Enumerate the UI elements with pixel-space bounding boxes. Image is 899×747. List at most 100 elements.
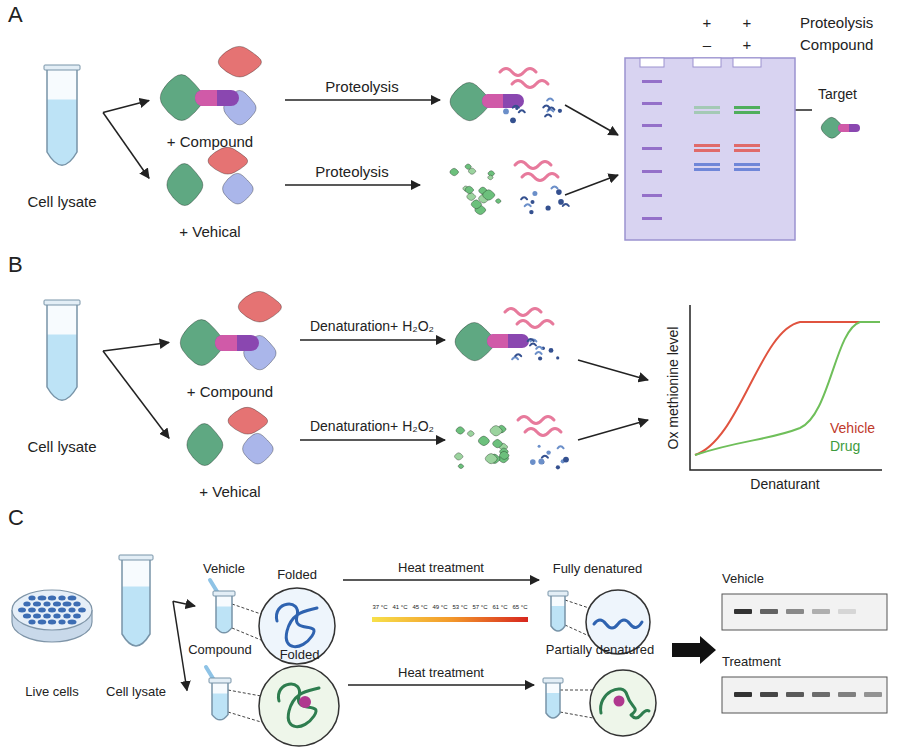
culture-dish-art bbox=[63, 602, 72, 607]
culture-dish-art bbox=[12, 590, 92, 630]
protein-mix-art bbox=[195, 90, 239, 106]
protein-illustration bbox=[465, 186, 474, 193]
protein-circle-art bbox=[551, 594, 565, 631]
culture-dish-art bbox=[28, 620, 35, 625]
protein-circle-art bbox=[278, 684, 319, 727]
protein-circle-art bbox=[252, 648, 347, 747]
annotation: Denaturant bbox=[750, 476, 819, 492]
sample-tube: Cell lysate bbox=[22, 60, 102, 210]
protein-mix-art bbox=[167, 164, 203, 206]
protein-circle-art bbox=[543, 678, 563, 683]
node-label: Compound bbox=[188, 643, 252, 658]
protein-circle-art bbox=[551, 606, 565, 631]
annotation: 49 °C bbox=[432, 604, 447, 611]
culture-dish-art bbox=[38, 608, 46, 613]
gel-band bbox=[734, 149, 760, 152]
process-arrow bbox=[285, 184, 420, 186]
protein-illustration bbox=[510, 117, 516, 123]
protein-illustration bbox=[454, 453, 463, 460]
sample-tube: Cell lysate bbox=[100, 548, 172, 700]
protein-mix-art bbox=[238, 291, 281, 322]
connector-arrow bbox=[173, 601, 187, 690]
protein-circle-art bbox=[276, 604, 317, 647]
protein-circle-art bbox=[594, 620, 642, 628]
sample-tube-art bbox=[22, 295, 102, 455]
ladder-band bbox=[642, 80, 662, 83]
annotation: – bbox=[703, 36, 711, 53]
culture-dish-art bbox=[33, 614, 41, 619]
protein-illustration bbox=[500, 69, 536, 76]
panel-letter: A bbox=[8, 2, 23, 27]
protein-illustration bbox=[529, 210, 533, 214]
annotation: Proteolysis bbox=[800, 14, 873, 31]
gel-band bbox=[694, 106, 720, 109]
annotation: Drug bbox=[830, 438, 860, 454]
protein-mix-art bbox=[243, 433, 274, 464]
leader-line bbox=[560, 690, 593, 691]
gel-strip-art bbox=[722, 594, 887, 630]
protein-circle: Folded bbox=[252, 648, 347, 747]
protein-illustration bbox=[513, 106, 519, 108]
sample-tube-art bbox=[47, 335, 77, 401]
protein-illustration bbox=[547, 99, 553, 101]
protein-mix: + Compound bbox=[150, 40, 270, 150]
gel-band bbox=[694, 163, 720, 166]
protein-mix-art bbox=[187, 424, 223, 466]
treated-tube: Vehicle bbox=[196, 562, 252, 642]
protein-illustration bbox=[488, 175, 493, 180]
culture-dish-art bbox=[48, 608, 56, 613]
protein-illustration bbox=[450, 69, 860, 470]
protein-illustration bbox=[531, 200, 535, 204]
protein-illustration bbox=[450, 168, 459, 175]
annotation: 57 °C bbox=[472, 604, 487, 611]
protein-mix-art bbox=[218, 46, 261, 77]
treated-tube-art bbox=[216, 594, 232, 633]
protein-mix-art bbox=[223, 173, 254, 204]
gel-band bbox=[694, 149, 720, 152]
protein-mix-art bbox=[195, 90, 217, 106]
node-label: Live cells bbox=[8, 685, 96, 700]
protein-illustration bbox=[499, 451, 509, 459]
protein-illustration bbox=[558, 446, 564, 448]
protein-illustration bbox=[525, 204, 531, 206]
treated-tube-art bbox=[188, 643, 252, 738]
sample-tube: Cell lysate bbox=[22, 295, 102, 455]
ladder-band bbox=[642, 194, 662, 197]
node-label: Fully denatured bbox=[540, 562, 655, 577]
temperature-bar bbox=[372, 617, 528, 622]
chart bbox=[690, 305, 882, 470]
treated-tube-art bbox=[212, 681, 228, 720]
culture-dish-art bbox=[38, 620, 47, 625]
gel-band bbox=[694, 106, 760, 171]
protein-illustration bbox=[542, 456, 548, 458]
protein-illustration bbox=[505, 309, 541, 316]
chart bbox=[695, 322, 880, 455]
gel-strip-art bbox=[786, 609, 804, 614]
ladder-band bbox=[642, 80, 662, 220]
protein-illustration bbox=[538, 445, 541, 448]
protein-mix: + Vehical bbox=[150, 145, 270, 240]
leader-line bbox=[565, 600, 589, 608]
culture-dish-art bbox=[58, 608, 66, 613]
annotation: 41 °C bbox=[392, 604, 407, 611]
node-label: Cell lysate bbox=[22, 438, 102, 455]
annotation: 45 °C bbox=[412, 604, 427, 611]
gel-band bbox=[734, 163, 760, 166]
connector-arrow bbox=[173, 601, 195, 606]
annotation: Compound bbox=[800, 36, 873, 53]
protein-illustration bbox=[458, 464, 464, 469]
sample-tube-art bbox=[122, 558, 150, 646]
protein-circle-art bbox=[278, 684, 319, 727]
annotation: 65 °C bbox=[512, 604, 527, 611]
protein-circle-art bbox=[535, 643, 665, 743]
node-label: + Compound bbox=[170, 383, 290, 400]
culture-dish: Live cells bbox=[8, 560, 96, 700]
connector-arrow bbox=[348, 684, 534, 686]
node-label: + Vehical bbox=[150, 223, 270, 240]
treated-tube-art bbox=[216, 607, 232, 633]
culture-dish-art bbox=[28, 596, 35, 601]
culture-dish-art bbox=[23, 614, 31, 619]
protein-illustration bbox=[521, 197, 527, 199]
protein-illustration bbox=[487, 334, 529, 348]
treated-tube-art bbox=[216, 594, 232, 633]
